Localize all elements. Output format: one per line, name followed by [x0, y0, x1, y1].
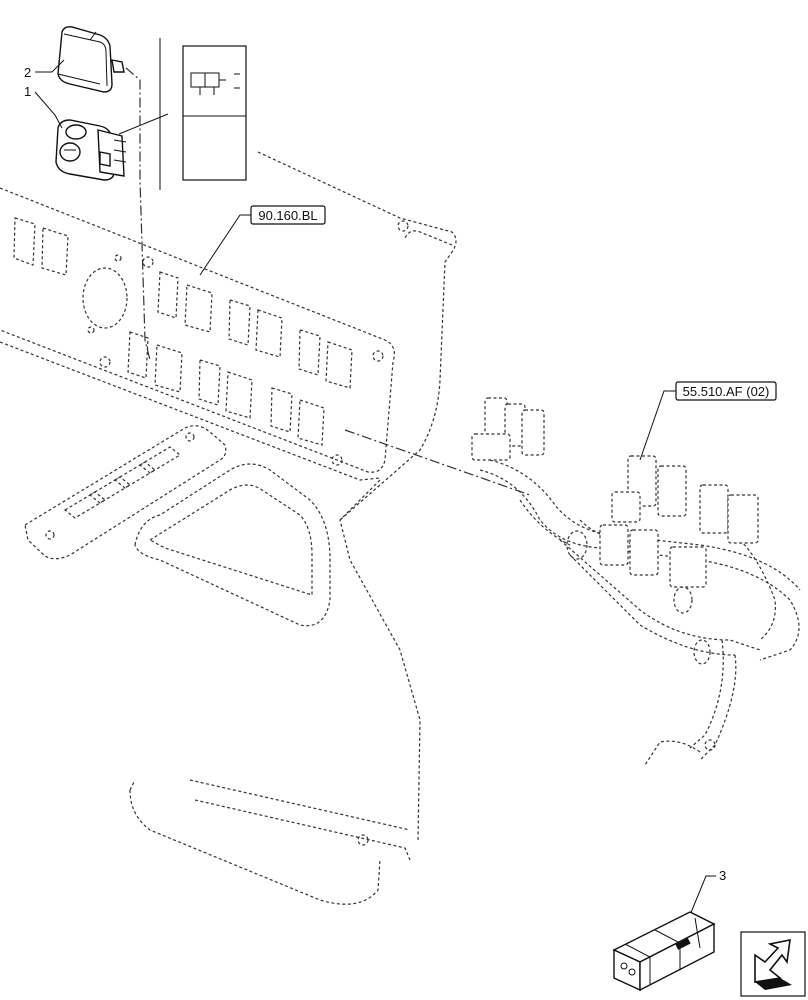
leader-3	[689, 875, 716, 916]
callout-1[interactable]: 1	[24, 84, 31, 99]
leader-symbol	[118, 113, 169, 135]
kit-box-icon	[612, 911, 716, 992]
screw-heads	[45, 220, 716, 846]
panel-cutouts	[13, 217, 353, 446]
ref-90-160-bl-label: 90.160.BL	[258, 208, 317, 223]
ref-box-55-510-af[interactable]: 55.510.AF (02)	[675, 381, 777, 401]
switch-bar-slots	[63, 446, 182, 519]
dashboard-panel	[0, 151, 716, 905]
leader-2	[35, 59, 65, 73]
navigation-arrow-icon[interactable]	[740, 931, 806, 997]
gauge-outline	[82, 267, 128, 329]
leader-55-510-af	[639, 390, 676, 461]
rocker-switch-part-1	[55, 119, 127, 181]
ref-box-90-160-bl[interactable]: 90.160.BL	[250, 205, 326, 225]
switch-cover-part-2	[57, 26, 125, 93]
callout-3[interactable]: 3	[719, 868, 726, 883]
switch-symbol-icon	[182, 45, 247, 181]
harness-connectors	[471, 397, 759, 588]
leader-90-160-bl	[199, 214, 251, 276]
dashdot-leader-switch	[125, 67, 151, 361]
ref-55-510-af-label: 55.510.AF (02)	[683, 384, 770, 399]
leader-1	[34, 91, 63, 129]
callout-2[interactable]: 2	[24, 65, 31, 80]
wiring-harness	[344, 397, 801, 766]
